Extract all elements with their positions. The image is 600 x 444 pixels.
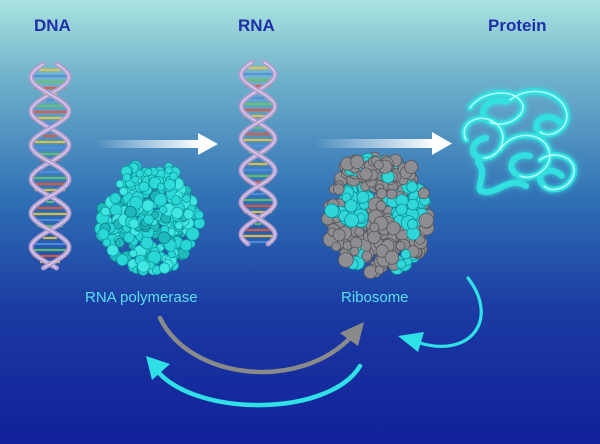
ribosome-label: Ribosome [341,289,409,306]
arrow-dna-to-rna-icon [95,133,218,155]
rna-helix-icon [238,59,278,247]
dna-helix-icon [28,61,72,271]
arrow-ribosome-feedback-icon [398,276,483,352]
arrow-polymerase-to-ribosome-icon [157,315,364,375]
folded-protein-highlight [463,90,575,191]
rna-polymerase-icon [94,160,206,276]
protein-heading: Protein [488,16,547,35]
arrow-rna-to-protein-icon [315,132,452,155]
rna-polymerase-label: RNA polymerase [85,289,198,306]
arrow-ribosome-to-polymerase-icon [146,356,363,408]
folded-protein-icon [461,88,577,195]
dna-heading: DNA [34,16,71,35]
rna-heading: RNA [238,16,275,35]
ribosome-icon [321,151,435,279]
